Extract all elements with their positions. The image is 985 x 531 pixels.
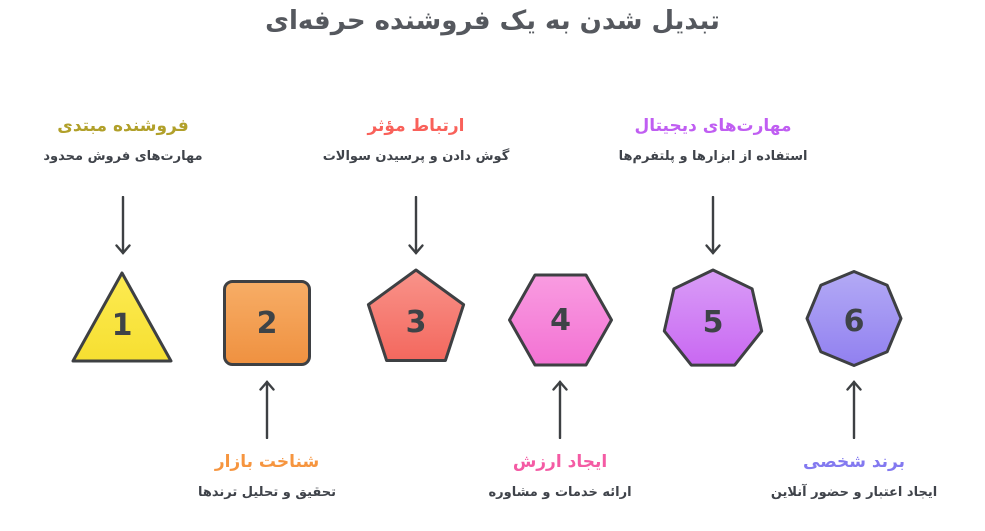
step-4-label-block: ایجاد ارزش ارائه خدمات و مشاوره [440,452,680,501]
step-2-label-block: شناخت بازار تحقیق و تحلیل ترندها [147,452,387,501]
step-1-label-block: فروشنده مبتدی مهارت‌های فروش محدود [3,116,243,165]
arrow-down-icon [408,196,424,255]
arrow-up-icon [846,380,862,439]
step-2-subtitle: تحقیق و تحلیل ترندها [197,485,336,501]
step-5-number: 5 [703,305,724,340]
arrow-up-icon [552,380,568,439]
arrow-down-icon [115,196,131,255]
step-2-title: شناخت بازار [214,452,320,472]
step-3-subtitle: گوش دادن و پرسیدن سوالات [322,149,510,165]
step-1-shape-triangle: 1 [71,271,173,363]
step-5-shape-heptagon: 5 [662,268,764,367]
step-3-title: ارتباط مؤثر [367,116,465,136]
step-3-label-block: ارتباط مؤثر گوش دادن و پرسیدن سوالات [296,116,536,165]
step-6-title: برند شخصی [803,452,905,472]
step-1-number: 1 [112,308,133,343]
step-5-label-block: مهارت‌های دیجیتال استفاده از ابزارها و پ… [593,116,833,165]
step-6-shape-octagon: 6 [805,270,903,367]
step-2-shape-square: 2 [223,280,311,366]
step-5-subtitle: استفاده از ابزارها و پلتفرم‌ها [618,149,808,165]
step-3-number: 3 [406,305,427,340]
step-4-title: ایجاد ارزش [512,452,608,472]
step-6-number: 6 [844,304,865,339]
step-3-shape-pentagon: 3 [366,268,466,362]
step-4-number: 4 [550,303,571,338]
step-4-shape-hexagon: 4 [508,273,613,367]
step-2-number: 2 [257,306,278,341]
step-5-title: مهارت‌های دیجیتال [634,116,792,136]
step-4-subtitle: ارائه خدمات و مشاوره [488,485,632,501]
step-1-title: فروشنده مبتدی [57,116,189,136]
arrow-up-icon [259,380,275,439]
arrow-down-icon [705,196,721,255]
step-6-label-block: برند شخصی ایجاد اعتبار و حضور آنلاین [734,452,974,501]
step-1-subtitle: مهارت‌های فروش محدود [43,149,203,165]
step-6-subtitle: ایجاد اعتبار و حضور آنلاین [770,485,938,501]
page-title: تبدیل شدن به یک فروشنده حرفه‌ای [265,6,720,36]
